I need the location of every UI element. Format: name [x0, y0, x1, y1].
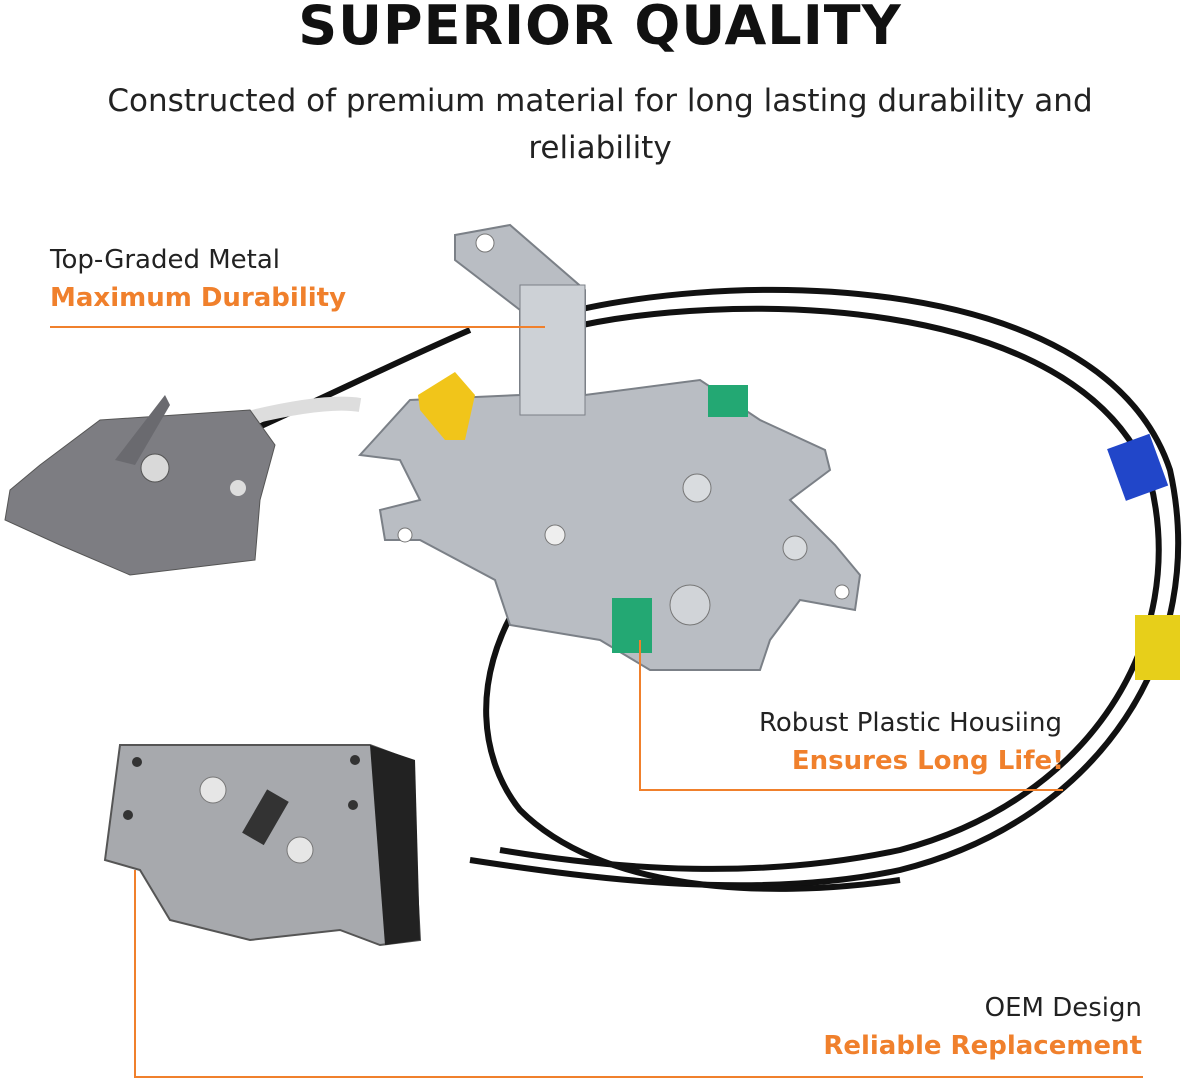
callout-3-line-vertical	[134, 870, 136, 1078]
upper-latch	[4, 395, 276, 576]
callout-2-highlight: Ensures Long Life!	[791, 746, 1064, 776]
yellow-clip	[1135, 615, 1180, 680]
cable-sheath	[238, 396, 362, 427]
callout-3-line	[134, 1076, 1143, 1078]
callout-2-label: Robust Plastic Housiing	[758, 708, 1062, 738]
callout-1-highlight: Maximum Durability	[50, 283, 347, 313]
blue-clip	[1107, 433, 1169, 501]
callout-3-label: OEM Design	[984, 993, 1142, 1023]
page-title: SUPERIOR QUALITY	[298, 0, 902, 57]
callout-1-label: Top-Graded Metal	[50, 245, 281, 275]
callout-3-highlight: Reliable Replacement	[823, 1031, 1142, 1061]
callout-2-line	[639, 789, 1063, 791]
yellow-clip-plate	[418, 372, 475, 440]
lower-latch	[103, 744, 422, 947]
main-latch-plate	[357, 223, 862, 671]
green-clip-bottom	[612, 598, 652, 653]
callout-2-line-vertical	[639, 640, 641, 791]
callout-1-line	[50, 326, 545, 328]
subtitle: Constructed of premium material for long…	[107, 83, 1093, 166]
green-clip-top	[708, 385, 748, 417]
